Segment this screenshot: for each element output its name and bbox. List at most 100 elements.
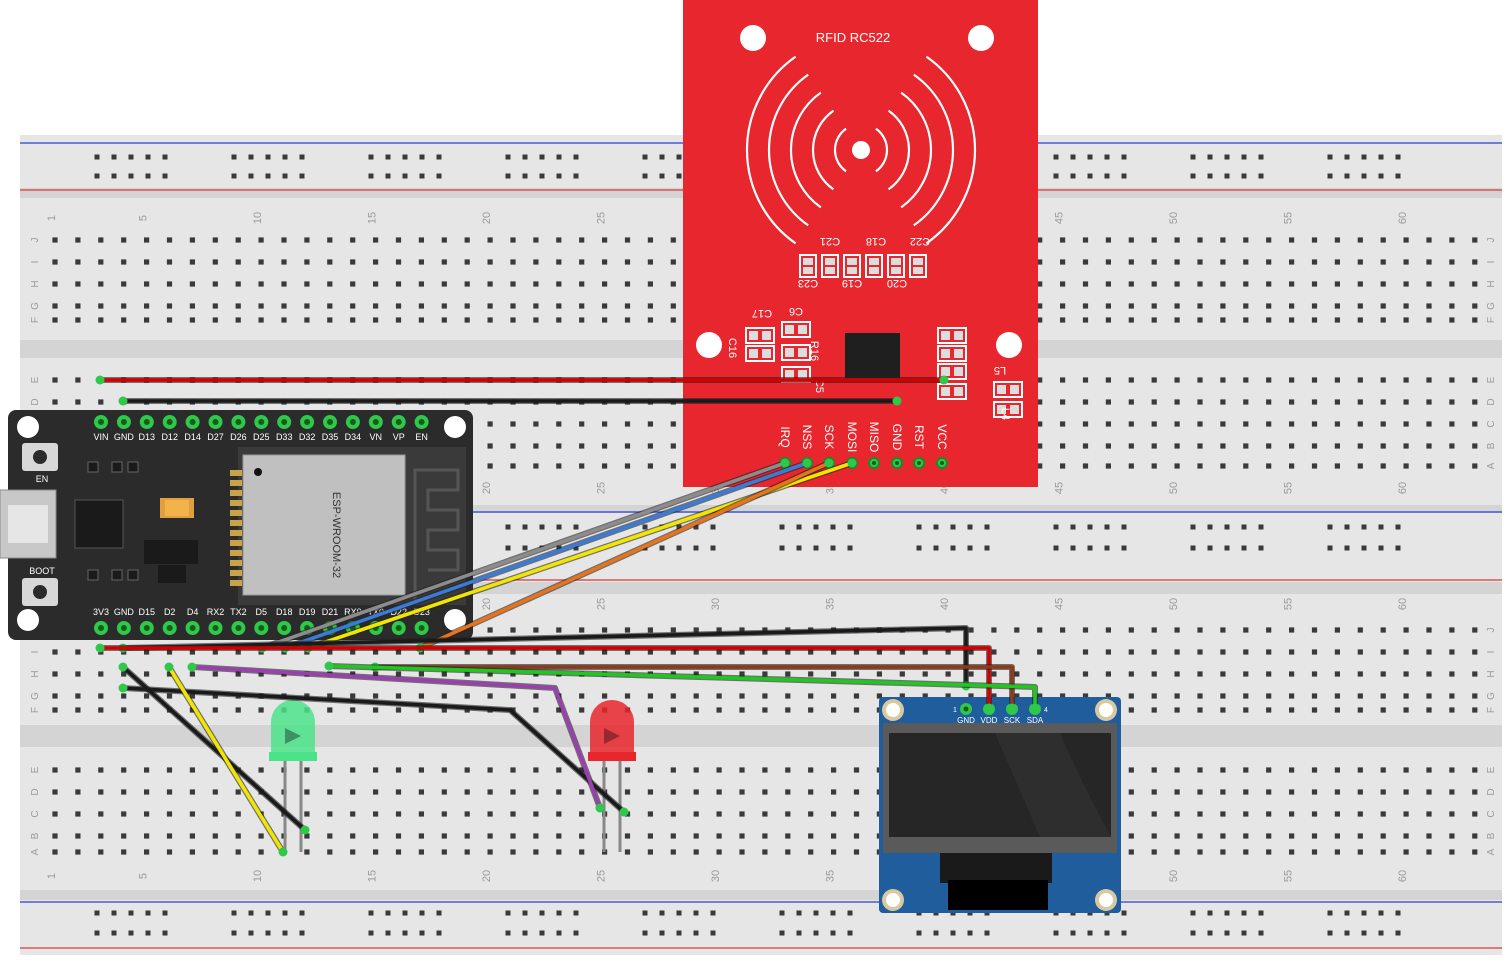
breadboard-hole [1311,237,1318,243]
rail-hole [710,910,716,916]
breadboard-hole [670,237,676,243]
column-number: 25 [596,870,608,882]
breadboard-hole [258,849,264,855]
rail-hole [1327,545,1333,551]
mounting-hole-center [886,893,900,907]
column-number: 55 [1283,212,1295,224]
breadboard-hole [762,767,768,773]
breadboard-hole [52,649,58,655]
breadboard-hole [1426,649,1432,655]
breadboard-hole [1311,377,1318,383]
breadboard-hole [144,833,150,839]
breadboard-hole [1037,399,1043,405]
antenna-arc [833,127,847,173]
breadboard-hole [693,767,699,773]
breadboard-hole [1037,627,1043,633]
rail-hole [813,930,819,936]
breadboard-hole [510,693,516,699]
breadboard-hole [510,767,516,773]
breadboard-hole [1266,377,1272,383]
rail-hole [779,524,785,530]
rfid-pin-hole [917,461,921,465]
breadboard-hole [1174,789,1180,795]
breadboard-hole [1403,833,1409,839]
column-number: 20 [481,212,493,224]
breadboard-hole [1243,789,1249,795]
rail-hole [1087,930,1093,936]
breadboard-hole [1082,399,1089,405]
esp32-pin-label: VN [370,432,383,442]
breadboard-hole [1380,259,1386,265]
oled-pin-label: GND [957,716,975,725]
esp32-pin-label: D27 [207,432,224,442]
breadboard-hole [487,303,493,309]
breadboard-hole [1380,317,1386,323]
smd-component [865,254,883,278]
rail-hole [1104,173,1110,179]
breadboard-hole [876,693,882,699]
breadboard-hole [1472,707,1478,713]
breadboard-hole [1289,811,1295,817]
breadboard-hole [98,671,104,677]
breadboard-divider [20,725,1502,747]
breadboard-hole [579,767,585,773]
breadboard-hole [441,649,447,655]
breadboard-hole [579,421,585,427]
breadboard-hole [1403,317,1409,323]
breadboard-hole [579,649,585,655]
breadboard-hole [1151,259,1157,265]
breadboard-hole [1426,849,1432,855]
rc522-chip [845,333,900,378]
rail-hole [1190,545,1196,551]
breadboard-hole [395,707,402,713]
row-letter: C [1486,420,1497,427]
rail-hole [265,173,271,179]
breadboard-hole [670,281,676,287]
breadboard-hole [1311,833,1318,839]
column-number: 1 [46,215,58,221]
breadboard-hole [1472,237,1478,243]
breadboard-hole [1105,463,1111,469]
breadboard-hole [1014,671,1020,677]
column-number: 45 [1054,212,1066,224]
rail-hole [1361,173,1367,179]
rail-hole [659,154,665,160]
header-hole [235,419,242,425]
breadboard-hole [762,833,768,839]
breadboard-hole [533,811,539,817]
breadboard-hole [533,767,539,773]
breadboard-hole [52,259,58,265]
breadboard-hole [716,671,722,677]
breadboard-hole [464,693,470,699]
breadboard-hole [1472,789,1478,795]
breadboard-hole [1014,627,1020,633]
rfid-pin-hole [895,461,899,465]
mounting-hole-center [1099,893,1113,907]
breadboard-hole [556,767,562,773]
rail-hole [368,173,374,179]
breadboard-hole [853,849,860,855]
smd-component [745,327,775,344]
breadboard-hole [899,649,905,655]
breadboard-hole [1311,281,1318,287]
breadboard-hole [1334,281,1340,287]
rail-hole [813,910,819,916]
breadboard-hole [579,693,585,699]
row-letter: E [1486,766,1497,773]
rail-hole [642,524,648,530]
rail-hole [162,910,168,916]
breadboard-hole [1220,833,1226,839]
header-hole [395,625,402,631]
breadboard-hole [1357,767,1363,773]
breadboard-hole [1128,649,1134,655]
breadboard-hole [52,281,58,287]
breadboard-hole [785,767,791,773]
rail-hole [693,910,699,916]
module-pad [230,470,242,476]
button-cap [33,450,47,464]
breadboard-hole [487,259,493,265]
breadboard-hole [1334,463,1340,469]
antenna-arc [745,55,797,245]
breadboard-hole [1197,281,1203,287]
breadboard-hole [1472,317,1478,323]
